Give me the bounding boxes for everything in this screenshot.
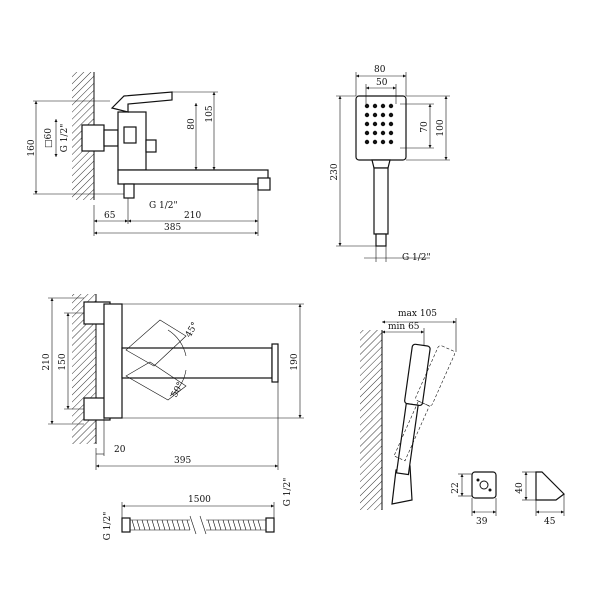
dim-50-head: 50: [376, 78, 388, 88]
dim-210: 210: [184, 211, 201, 221]
dim-39: 39: [476, 517, 488, 527]
spout: [117, 169, 269, 185]
dim-230: 230: [330, 163, 340, 180]
faucet-top-view: 210 150 45° 50° 190 20 395: [42, 294, 304, 470]
bracket-side: [535, 471, 565, 501]
dim-angle-45: 45°: [184, 321, 201, 340]
nozzle-grid: [364, 103, 394, 145]
dim-105: 105: [205, 105, 215, 122]
dim-80-head: 80: [374, 65, 386, 75]
dim-1500: 1500: [188, 495, 211, 505]
hose-nut-left: [121, 517, 131, 533]
dim-max-105: max 105: [398, 309, 437, 319]
dim-angle-50: 50°: [170, 381, 186, 400]
dim-22: 22: [451, 482, 461, 493]
hose-nut-right: [265, 517, 275, 533]
dim-70-head: 70: [420, 121, 430, 133]
dim-80: 80: [187, 118, 197, 130]
dim-thread-hose-left: G 1/2": [103, 512, 113, 541]
dim-thread-hose-right: G 1/2": [283, 478, 293, 507]
dim-385: 385: [164, 223, 181, 233]
shower-handle: [373, 167, 389, 235]
bracket-front: [471, 471, 497, 499]
dim-45: 45: [544, 517, 556, 527]
dim-150-top: 150: [58, 353, 68, 370]
dim-210-top: 210: [42, 353, 52, 370]
holder-view: max 105 min 65: [360, 309, 457, 510]
faucet-side-view: 160 □60 G 1/2" 80 105 G 1/2" 65 210 385: [27, 72, 271, 236]
dim-square-60: □60: [44, 128, 54, 148]
bracket-views: 22 39 40 45: [451, 471, 565, 527]
dim-395: 395: [174, 456, 191, 466]
dim-100-head: 100: [436, 119, 446, 136]
spout-top: [121, 347, 273, 379]
wall-flange: [81, 124, 105, 152]
dim-thread-left: G 1/2": [60, 124, 70, 153]
dim-20: 20: [114, 445, 126, 455]
lever-handle: [110, 91, 173, 113]
dim-65: 65: [104, 211, 116, 221]
dim-min-65: min 65: [388, 322, 420, 332]
dim-190: 190: [290, 353, 300, 370]
hand-shower-view: 80 50 70 100 230 G 1/2": [330, 65, 450, 263]
dim-40: 40: [515, 482, 525, 494]
dim-thread-bottom: G 1/2": [149, 201, 178, 211]
hose-view: 1500 G 1/2" G 1/2": [103, 478, 293, 541]
dim-thread-shower: G 1/2": [402, 253, 431, 263]
dim-160: 160: [27, 139, 37, 156]
